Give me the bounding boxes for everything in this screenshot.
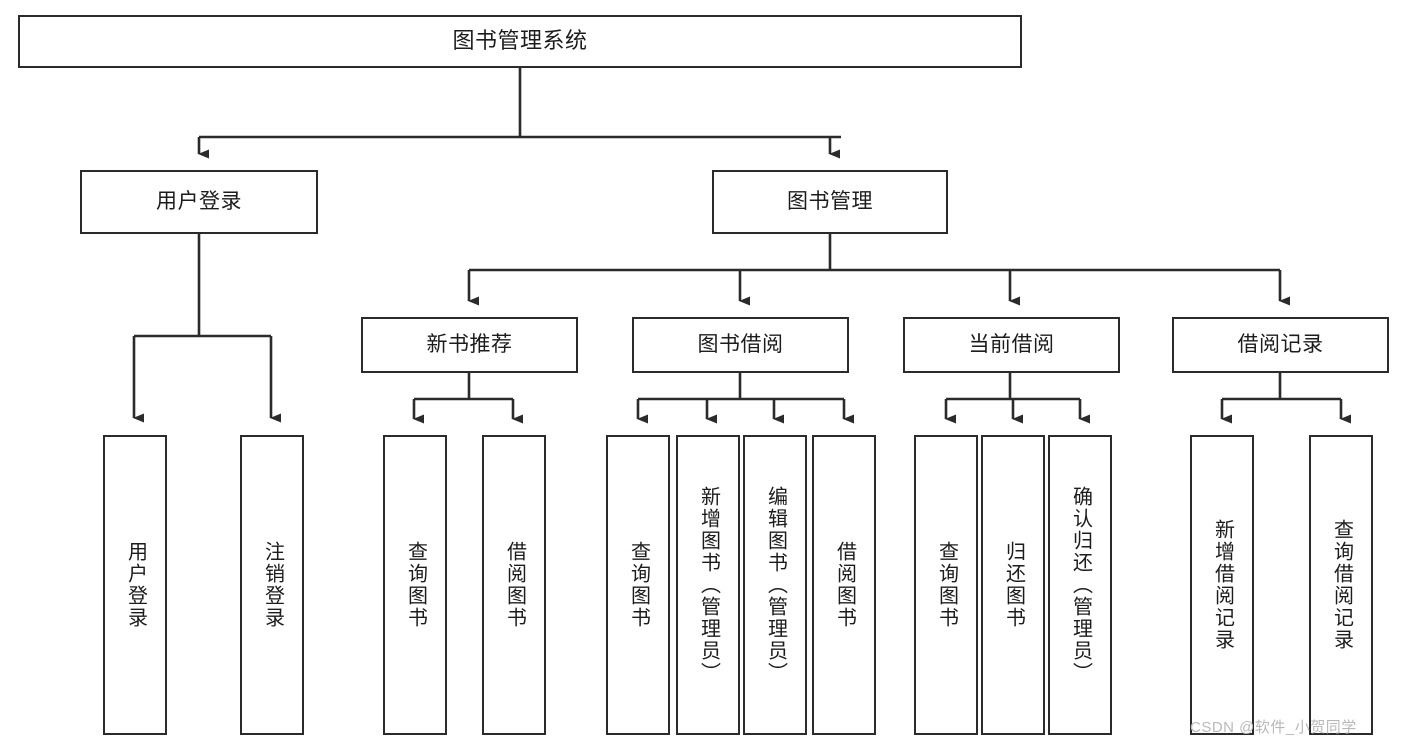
- node-leaf-query-book-3[interactable]: 查询图书: [914, 435, 978, 735]
- node-leaf-query-book-1[interactable]: 查询图书: [383, 435, 447, 735]
- node-leaf-borrow-book-2[interactable]: 借阅图书: [812, 435, 876, 735]
- node-leaf-query-record[interactable]: 查询借阅记录: [1309, 435, 1373, 735]
- node-root-label: 图书管理系统: [452, 28, 588, 54]
- node-leaf-borrow-book-1[interactable]: 借阅图书: [482, 435, 546, 735]
- node-leaf-add-record-label: 新增借阅记录: [1211, 519, 1234, 651]
- node-leaf-confirm-return-label: 确认归还（管理员）: [1069, 486, 1092, 684]
- node-current-borrow[interactable]: 当前借阅: [903, 317, 1120, 373]
- node-leaf-query-book-2-label: 查询图书: [627, 541, 650, 629]
- node-leaf-query-book-2[interactable]: 查询图书: [606, 435, 670, 735]
- node-leaf-edit-book[interactable]: 编辑图书（管理员）: [743, 435, 807, 735]
- node-leaf-edit-book-label: 编辑图书（管理员）: [764, 486, 787, 684]
- node-leaf-query-book-3-label: 查询图书: [935, 541, 958, 629]
- node-borrow-record-label: 借阅记录: [1237, 333, 1324, 357]
- node-book-manage-label: 图书管理: [787, 190, 873, 214]
- node-leaf-add-book[interactable]: 新增图书（管理员）: [676, 435, 740, 735]
- node-book-borrow-label: 图书借阅: [697, 333, 784, 357]
- node-leaf-query-book-1-label: 查询图书: [404, 541, 427, 629]
- node-leaf-user-login[interactable]: 用户登录: [103, 435, 167, 735]
- node-leaf-add-record[interactable]: 新增借阅记录: [1190, 435, 1254, 735]
- node-user-login[interactable]: 用户登录: [80, 170, 318, 234]
- node-new-book-recommend-label: 新书推荐: [426, 333, 513, 357]
- csdn-watermark: CSDN @软件_小贺同学: [1190, 719, 1357, 736]
- node-leaf-add-book-label: 新增图书（管理员）: [697, 486, 720, 684]
- node-leaf-borrow-book-1-label: 借阅图书: [503, 541, 526, 629]
- node-leaf-user-login-label: 用户登录: [124, 541, 147, 629]
- node-user-login-label: 用户登录: [156, 190, 242, 214]
- node-leaf-user-logout-label: 注销登录: [261, 541, 284, 629]
- node-new-book-recommend[interactable]: 新书推荐: [361, 317, 578, 373]
- node-root[interactable]: 图书管理系统: [18, 15, 1022, 68]
- node-current-borrow-label: 当前借阅: [968, 333, 1055, 357]
- node-leaf-user-logout[interactable]: 注销登录: [240, 435, 304, 735]
- node-leaf-return-book[interactable]: 归还图书: [981, 435, 1045, 735]
- node-book-manage[interactable]: 图书管理: [712, 170, 948, 234]
- node-leaf-confirm-return[interactable]: 确认归还（管理员）: [1048, 435, 1112, 735]
- node-leaf-return-book-label: 归还图书: [1002, 541, 1025, 629]
- node-leaf-query-record-label: 查询借阅记录: [1330, 519, 1353, 651]
- node-book-borrow[interactable]: 图书借阅: [632, 317, 849, 373]
- node-borrow-record[interactable]: 借阅记录: [1172, 317, 1389, 373]
- node-leaf-borrow-book-2-label: 借阅图书: [833, 541, 856, 629]
